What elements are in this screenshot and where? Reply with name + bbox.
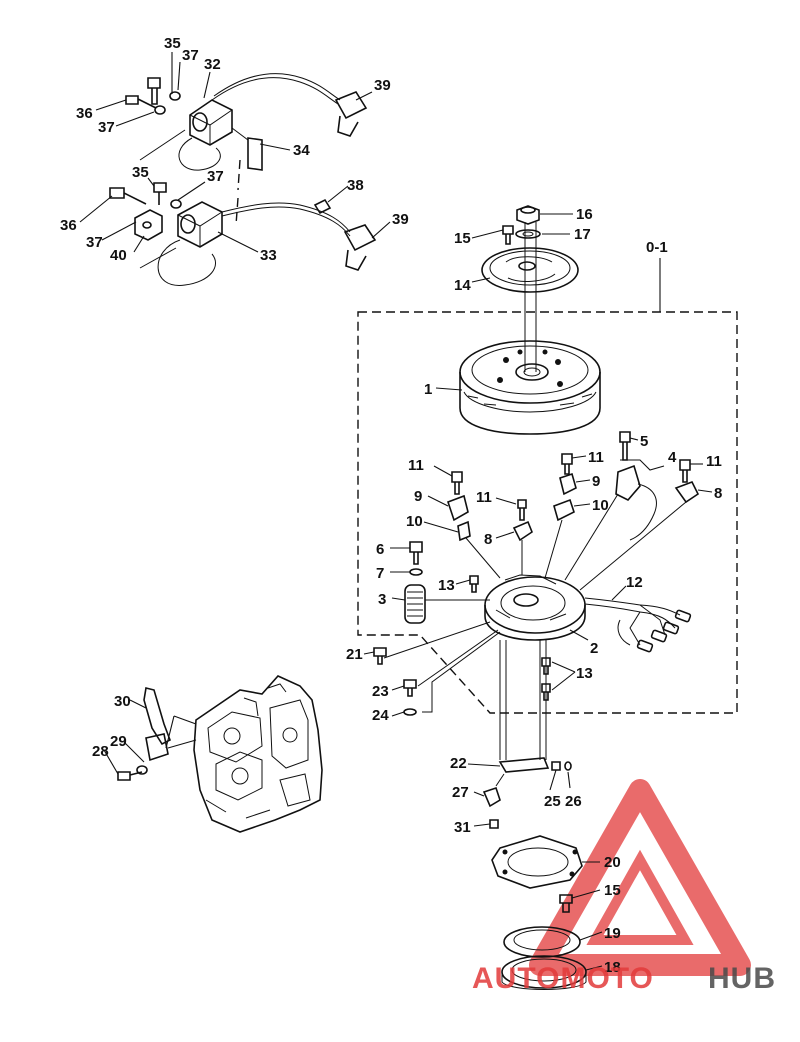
label-17: 17 — [574, 226, 591, 243]
label-36-lower: 36 — [60, 217, 77, 234]
bearing-rings — [501, 894, 587, 990]
label-19: 19 — [604, 925, 621, 942]
label-27: 27 — [452, 784, 469, 801]
ignition-coil-lower — [109, 182, 377, 286]
label-1: 1 — [424, 381, 432, 398]
charge-coil — [404, 541, 490, 624]
label-38: 38 — [347, 177, 364, 194]
automotohub-logo — [529, 779, 751, 976]
label-31: 31 — [454, 819, 471, 836]
label-15-top: 15 — [454, 230, 471, 247]
label-37-second: 37 — [98, 119, 115, 136]
flywheel — [459, 340, 601, 435]
stator-kit-outline — [357, 258, 738, 714]
label-37-fourth: 37 — [86, 234, 103, 251]
label-37-top: 37 — [182, 47, 199, 64]
label-8-center: 8 — [484, 531, 492, 548]
label-32: 32 — [204, 56, 221, 73]
label-11-center: 11 — [476, 489, 492, 506]
powerhead-housing — [193, 675, 323, 833]
label-37-third: 37 — [207, 168, 224, 185]
flywheel-nut-assembly — [481, 205, 579, 372]
throttle-cam-assembly — [482, 757, 572, 829]
label-22: 22 — [450, 755, 467, 772]
label-15-bottom: 15 — [604, 882, 621, 899]
label-35-top: 35 — [164, 35, 181, 52]
label-18: 18 — [604, 959, 621, 976]
label-30: 30 — [114, 693, 131, 710]
stator-mount-screws — [373, 621, 501, 716]
pulser-coils — [446, 431, 700, 591]
label-11-right-center: 11 — [588, 449, 604, 466]
stator-screws-13 — [469, 575, 551, 701]
label-23: 23 — [372, 683, 389, 700]
label-21: 21 — [346, 646, 363, 663]
label-10-right: 10 — [592, 497, 609, 514]
leader-lines — [79, 52, 713, 971]
stator-wire-harness — [584, 597, 692, 653]
label-40: 40 — [110, 247, 127, 264]
ignition-coil-upper — [125, 73, 368, 226]
retainer-ring-plate — [491, 835, 583, 889]
label-3: 3 — [378, 591, 386, 608]
label-10-left: 10 — [406, 513, 423, 530]
label-7: 7 — [376, 565, 384, 582]
label-20: 20 — [604, 854, 621, 871]
automotohub-watermark-text: AUTOMOTO HUB — [472, 962, 776, 995]
label-39-top: 39 — [374, 77, 391, 94]
label-8-right: 8 — [714, 485, 722, 502]
label-5: 5 — [640, 433, 648, 450]
label-39-lower: 39 — [392, 211, 409, 228]
label-6: 6 — [376, 541, 384, 558]
label-36-top: 36 — [76, 105, 93, 122]
stator-plate — [484, 574, 586, 760]
watermark-text-hub: HUB — [708, 962, 776, 995]
label-12: 12 — [626, 574, 643, 591]
label-4: 4 — [668, 449, 677, 466]
label-28: 28 — [92, 743, 109, 760]
part-labels: 35 37 32 39 36 37 34 35 37 38 36 39 37 4… — [60, 35, 722, 976]
label-13-upper: 13 — [438, 577, 455, 594]
label-11-left: 11 — [408, 457, 424, 474]
label-34: 34 — [293, 142, 310, 159]
throttle-lever — [117, 687, 197, 781]
label-29: 29 — [110, 733, 127, 750]
label-35-lower: 35 — [132, 164, 149, 181]
label-25: 25 — [544, 793, 561, 810]
label-0-1: 0-1 — [646, 239, 668, 256]
label-26: 26 — [565, 793, 582, 810]
label-14: 14 — [454, 277, 471, 294]
label-9-right: 9 — [592, 473, 600, 490]
label-2: 2 — [590, 640, 598, 657]
label-24: 24 — [372, 707, 389, 724]
label-11-far-right: 11 — [706, 453, 722, 470]
label-13-lower: 13 — [576, 665, 593, 682]
watermark-text-automoto: AUTOMOTO — [472, 962, 654, 995]
label-16: 16 — [576, 206, 593, 223]
label-9-left: 9 — [414, 488, 422, 505]
label-33: 33 — [260, 247, 277, 264]
